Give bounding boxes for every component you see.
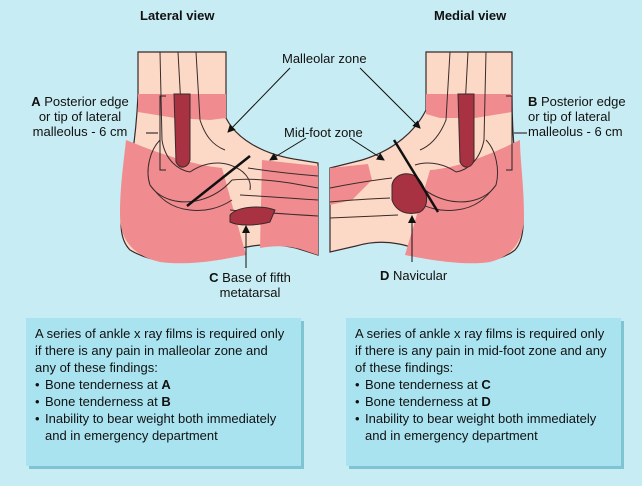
- rule-text: Bone tenderness at: [45, 394, 162, 409]
- malleolar-rule-box: A series of ankle x ray films is require…: [26, 318, 301, 466]
- label-c: C Base of fifth metatarsal: [200, 270, 300, 300]
- rule-text: Bone tenderness at: [45, 377, 162, 392]
- medial-malleolus-bone: [457, 93, 475, 168]
- rule-text: Bone tenderness at: [365, 377, 482, 392]
- fifth-metatarsal-base: [229, 206, 276, 226]
- label-b-text: Posterior edge or tip of lateral malleol…: [528, 94, 626, 139]
- label-b: B Posterior edge or tip of lateral malle…: [528, 94, 642, 139]
- medial-foot: [329, 51, 524, 264]
- leader-lines: [146, 67, 527, 268]
- label-a: A Posterior edge or tip of lateral malle…: [14, 94, 146, 139]
- lateral-forefoot-zone: [260, 160, 318, 255]
- label-c-text: Base of fifth metatarsal: [219, 270, 291, 300]
- arrow-midfoot-lateral: [269, 137, 307, 161]
- midfoot-rule-box: A series of ankle x ray films is require…: [346, 318, 621, 466]
- malleolar-zone-label: Malleolar zone: [282, 51, 367, 66]
- rule-text: Bone tenderness at: [365, 394, 482, 409]
- label-d: D Navicular: [380, 268, 447, 283]
- lateral-foot: [120, 51, 319, 264]
- label-d-text: Navicular: [389, 268, 448, 283]
- midfoot-rule-list: Bone tenderness at C Bone tenderness at …: [355, 376, 612, 444]
- midfoot-rule-item: Inability to bear weight both immediatel…: [355, 410, 612, 444]
- navicular-bone: [391, 173, 427, 214]
- midfoot-rule-item: Bone tenderness at D: [355, 393, 612, 410]
- arrow-midfoot-medial: [349, 137, 385, 161]
- midfoot-rule-intro: A series of ankle x ray films is require…: [355, 326, 607, 375]
- midfoot-zone-label: Mid-foot zone: [284, 125, 363, 140]
- malleolar-rule-item: Bone tenderness at A: [35, 376, 292, 393]
- label-c-letter: C: [209, 270, 219, 285]
- label-a-letter: A: [31, 94, 41, 109]
- rule-letter: B: [161, 394, 171, 409]
- medial-measure-brace: [506, 95, 513, 171]
- rule-letter: D: [481, 394, 491, 409]
- lateral-bones: [147, 51, 319, 217]
- malleolar-rule-item: Inability to bear weight both immediatel…: [35, 410, 292, 444]
- lateral-view-title: Lateral view: [140, 8, 215, 23]
- medial-view-title: Medial view: [434, 8, 507, 23]
- midfoot-rule-item: Bone tenderness at C: [355, 376, 612, 393]
- arrow-malleolar-medial: [359, 67, 421, 129]
- rule-letter: A: [161, 377, 171, 392]
- lateral-malleolus-bone: [173, 93, 191, 168]
- lateral-midfoot-line: [186, 155, 251, 207]
- label-b-letter: B: [528, 94, 538, 109]
- rule-letter: C: [481, 377, 491, 392]
- malleolar-rule-list: Bone tenderness at A Bone tenderness at …: [35, 376, 292, 444]
- arrow-malleolar-lateral: [227, 67, 291, 133]
- medial-midfoot-line: [392, 139, 440, 213]
- malleolar-rule-intro: A series of ankle x ray films is require…: [35, 326, 285, 375]
- malleolar-rule-item: Bone tenderness at B: [35, 393, 292, 410]
- label-a-text: Posterior edge or tip of lateral malleol…: [32, 94, 129, 139]
- lateral-measure-brace: [159, 95, 166, 171]
- label-d-letter: D: [380, 268, 390, 283]
